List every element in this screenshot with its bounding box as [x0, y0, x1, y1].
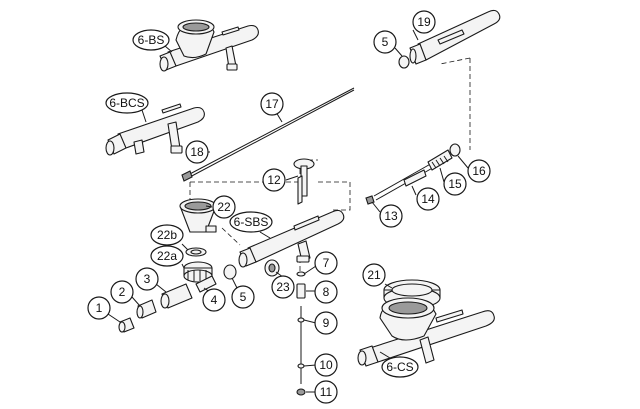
callout-8: 8	[314, 280, 338, 304]
callout-21: 21	[362, 263, 386, 287]
callout-11: 11	[314, 380, 338, 404]
rear-assembly	[365, 143, 461, 205]
needle-17	[185, 87, 355, 177]
callout-19: 19	[412, 10, 436, 34]
callout-6-bcs: 6-BCS	[105, 92, 149, 114]
callout-label: 17	[265, 97, 279, 111]
callout-label: 14	[421, 192, 435, 206]
callout-13: 13	[379, 204, 403, 228]
callout-label: 16	[472, 164, 486, 178]
callout-label: 22a	[157, 249, 177, 263]
valve-stack	[296, 271, 306, 396]
needle-tip-18	[181, 170, 193, 182]
callout-label: 6-BCS	[109, 96, 144, 110]
body-6-cs	[357, 297, 495, 367]
cup-22	[179, 198, 217, 233]
callout-14: 14	[416, 187, 440, 211]
callout-4: 4	[202, 288, 226, 312]
o-ring-5-top	[398, 55, 410, 69]
alignment-lines	[189, 57, 471, 274]
callout-22b: 22b	[150, 224, 184, 246]
o-ring-5-mid	[223, 264, 237, 280]
callout-label: 8	[323, 285, 330, 299]
callout-label: 19	[417, 15, 431, 29]
body-6-sbs	[238, 209, 345, 268]
callout-label: 6-SBS	[234, 215, 269, 229]
callout-16: 16	[467, 159, 491, 183]
callout-label: 2	[119, 285, 126, 299]
callout-label: 7	[323, 256, 330, 270]
callout-label: 6-BS	[138, 33, 165, 47]
callout-label: 11	[320, 385, 333, 399]
body-6-bs	[159, 19, 259, 72]
callout-9: 9	[314, 311, 338, 335]
callout-label: 9	[323, 316, 330, 330]
body-6-bcs	[105, 103, 205, 156]
trigger-12	[293, 158, 315, 205]
callout-6-bs: 6-BS	[132, 29, 170, 51]
callout-17: 17	[260, 92, 284, 116]
callout-6-sbs: 6-SBS	[229, 211, 273, 233]
part-23	[264, 259, 280, 277]
callout-label: 1	[96, 301, 103, 315]
callout-label: 22b	[157, 228, 177, 242]
callout-1: 1	[87, 296, 111, 320]
callout-label: 23	[276, 280, 290, 294]
callout-12: 12	[262, 168, 286, 192]
callout-7: 7	[314, 251, 338, 275]
nozzle-parts	[118, 275, 217, 333]
callout-22: 22	[212, 195, 236, 219]
callout-label: 3	[144, 272, 151, 286]
callout-3: 3	[135, 267, 159, 291]
callout-label: 5	[240, 290, 247, 304]
callout-label: 13	[384, 209, 398, 223]
callout-2: 2	[110, 280, 134, 304]
callout-label: 4	[211, 293, 218, 307]
callout-label: 12	[267, 173, 281, 187]
callout-label: 5	[382, 35, 389, 49]
callout-6-cs: 6-CS	[381, 356, 419, 378]
handle-19	[409, 9, 501, 65]
callout-label: 15	[448, 177, 462, 191]
callout-18: 18	[185, 140, 209, 164]
callout-label: 21	[367, 268, 381, 282]
callout-22a: 22a	[150, 245, 184, 267]
callout-10: 10	[314, 353, 338, 377]
callout-label: 18	[190, 145, 204, 159]
callout-23: 23	[271, 275, 295, 299]
callout-label: 10	[319, 358, 333, 372]
callout-label: 6-CS	[386, 360, 413, 374]
callout-5-top: 5	[373, 30, 397, 54]
callout-5-mid: 5	[231, 285, 255, 309]
callout-label: 22	[217, 200, 231, 214]
callout-15: 15	[443, 172, 467, 196]
